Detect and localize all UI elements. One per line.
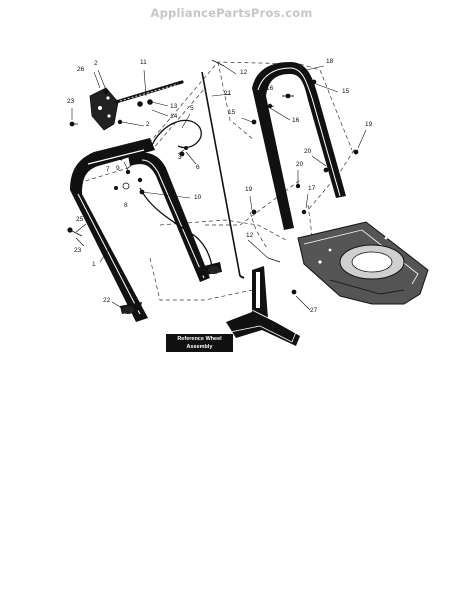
watermark-text: AppliancePartsPros.com — [150, 6, 313, 20]
callout-23-low: 23 — [74, 247, 82, 254]
callout-19-left: 19 — [245, 186, 253, 193]
callout-10: 10 — [194, 194, 202, 201]
handle-knob-lower — [120, 302, 142, 314]
callout-2-top: 2 — [94, 60, 98, 67]
reference-wheel-assembly — [221, 266, 300, 346]
reference-label-line1: Reference Wheel — [177, 336, 222, 342]
right-upper-handle — [252, 62, 346, 230]
callout-15-left: 15 — [228, 109, 236, 116]
long-rod — [201, 71, 245, 279]
callout-7: 7 — [106, 166, 110, 173]
callout-8: 8 — [124, 202, 128, 209]
callout-20-mid: 20 — [304, 148, 312, 155]
callout-2-mid: 2 — [146, 121, 150, 128]
callout-12-low: 12 — [246, 232, 254, 239]
callout-22: 22 — [103, 297, 111, 304]
callout-17: 17 — [308, 185, 316, 192]
right-lower-handle — [128, 152, 210, 282]
callout-15-right: 15 — [342, 88, 350, 95]
callout-5: 5 — [190, 105, 194, 112]
callout-20-low: 20 — [296, 161, 304, 168]
callout-11: 11 — [140, 59, 147, 66]
callout-6: 6 — [196, 164, 200, 171]
reference-label-line2: Assembly — [186, 344, 213, 350]
callout-19-right: 19 — [365, 121, 373, 128]
control-rod — [114, 80, 184, 104]
callout-4: 4 — [119, 156, 123, 163]
handle-knob-upper — [196, 262, 222, 276]
callout-16-mid: 16 — [292, 117, 300, 124]
callout-9: 9 — [116, 165, 120, 172]
callout-leaders — [71, 65, 367, 311]
reference-wheel-assembly-label: Reference Wheel Assembly — [166, 334, 233, 352]
callout-25: 25 — [76, 216, 84, 223]
callout-12-top: 12 — [240, 69, 248, 76]
callout-27: 27 — [310, 307, 318, 314]
callout-21: 21 — [224, 90, 232, 97]
callout-26: 26 — [77, 66, 85, 73]
callout-14: 14 — [170, 113, 178, 120]
callout-13: 13 — [170, 103, 178, 110]
control-cable — [139, 119, 213, 267]
callout-23-top: 23 — [67, 98, 75, 105]
callout-18: 18 — [326, 58, 334, 65]
hardware-parts — [67, 59, 359, 295]
callout-3: 3 — [178, 154, 182, 161]
left-handle — [70, 138, 155, 322]
deck-housing — [297, 221, 429, 305]
callout-16-top: 16 — [266, 85, 274, 92]
tension-bracket — [89, 87, 119, 131]
callout-1: 1 — [92, 261, 96, 268]
